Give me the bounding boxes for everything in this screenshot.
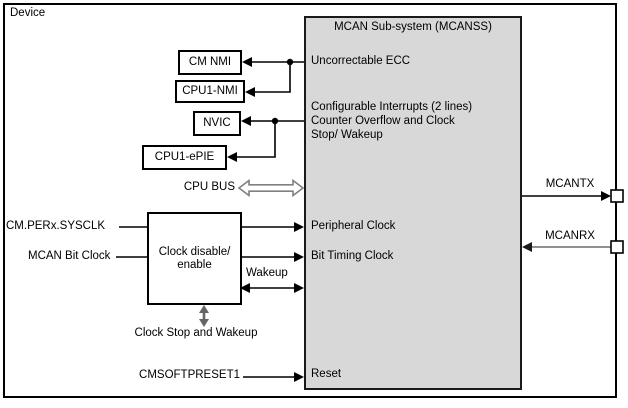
nvic-block: NVIC (193, 111, 241, 136)
port-reset: Reset (311, 368, 342, 380)
clock-disable-enable-label: Clock disable/ enable (159, 246, 231, 271)
cpu1-epie-label: CPU1-ePIE (154, 151, 215, 164)
mcan-bit-clock-label: MCAN Bit Clock (28, 250, 111, 262)
cpu1-nmi-label: CPU1-NMI (182, 85, 238, 98)
mcanrx-label: MCANRX (545, 230, 595, 242)
cm-perx-sysclk-label: CM.PERx.SYSCLK (6, 220, 106, 232)
clock-disable-enable-line2: enable (177, 258, 212, 271)
port-configurable-interrupts: Configurable Interrupts (2 lines) Counte… (311, 100, 472, 142)
cm-nmi-label: CM NMI (188, 56, 232, 69)
cmsoftpreset1-label: CMSOFTPRESET1 (139, 369, 240, 381)
nvic-label: NVIC (203, 117, 231, 130)
clock-stop-and-wakeup-label: Clock Stop and Wakeup (134, 327, 258, 339)
clock-disable-enable-block: Clock disable/ enable (147, 212, 242, 305)
port-configurable-interrupts-line1: Configurable Interrupts (2 lines) (311, 101, 473, 113)
wakeup-label: Wakeup (246, 267, 288, 279)
mcanss-block (304, 16, 522, 390)
cpu1-epie-block: CPU1-ePIE (142, 145, 227, 170)
port-bit-timing-clock: Bit Timing Clock (311, 250, 394, 262)
port-configurable-interrupts-line3: Stop/ Wakeup (311, 129, 383, 141)
port-uncorrectable-ecc: Uncorrectable ECC (311, 55, 411, 67)
mcantx-label: MCANTX (545, 178, 595, 190)
cpu-bus-label: CPU BUS (183, 181, 235, 193)
cpu1-nmi-block: CPU1-NMI (175, 80, 245, 103)
cm-nmi-block: CM NMI (178, 50, 242, 75)
port-peripheral-clock: Peripheral Clock (311, 220, 396, 232)
device-label: Device (10, 7, 46, 19)
clock-disable-enable-line1: Clock disable/ (158, 246, 231, 258)
mcanss-title: MCAN Sub-system (MCANSS) (334, 21, 492, 33)
port-configurable-interrupts-line2: Counter Overflow and Clock (311, 115, 455, 127)
